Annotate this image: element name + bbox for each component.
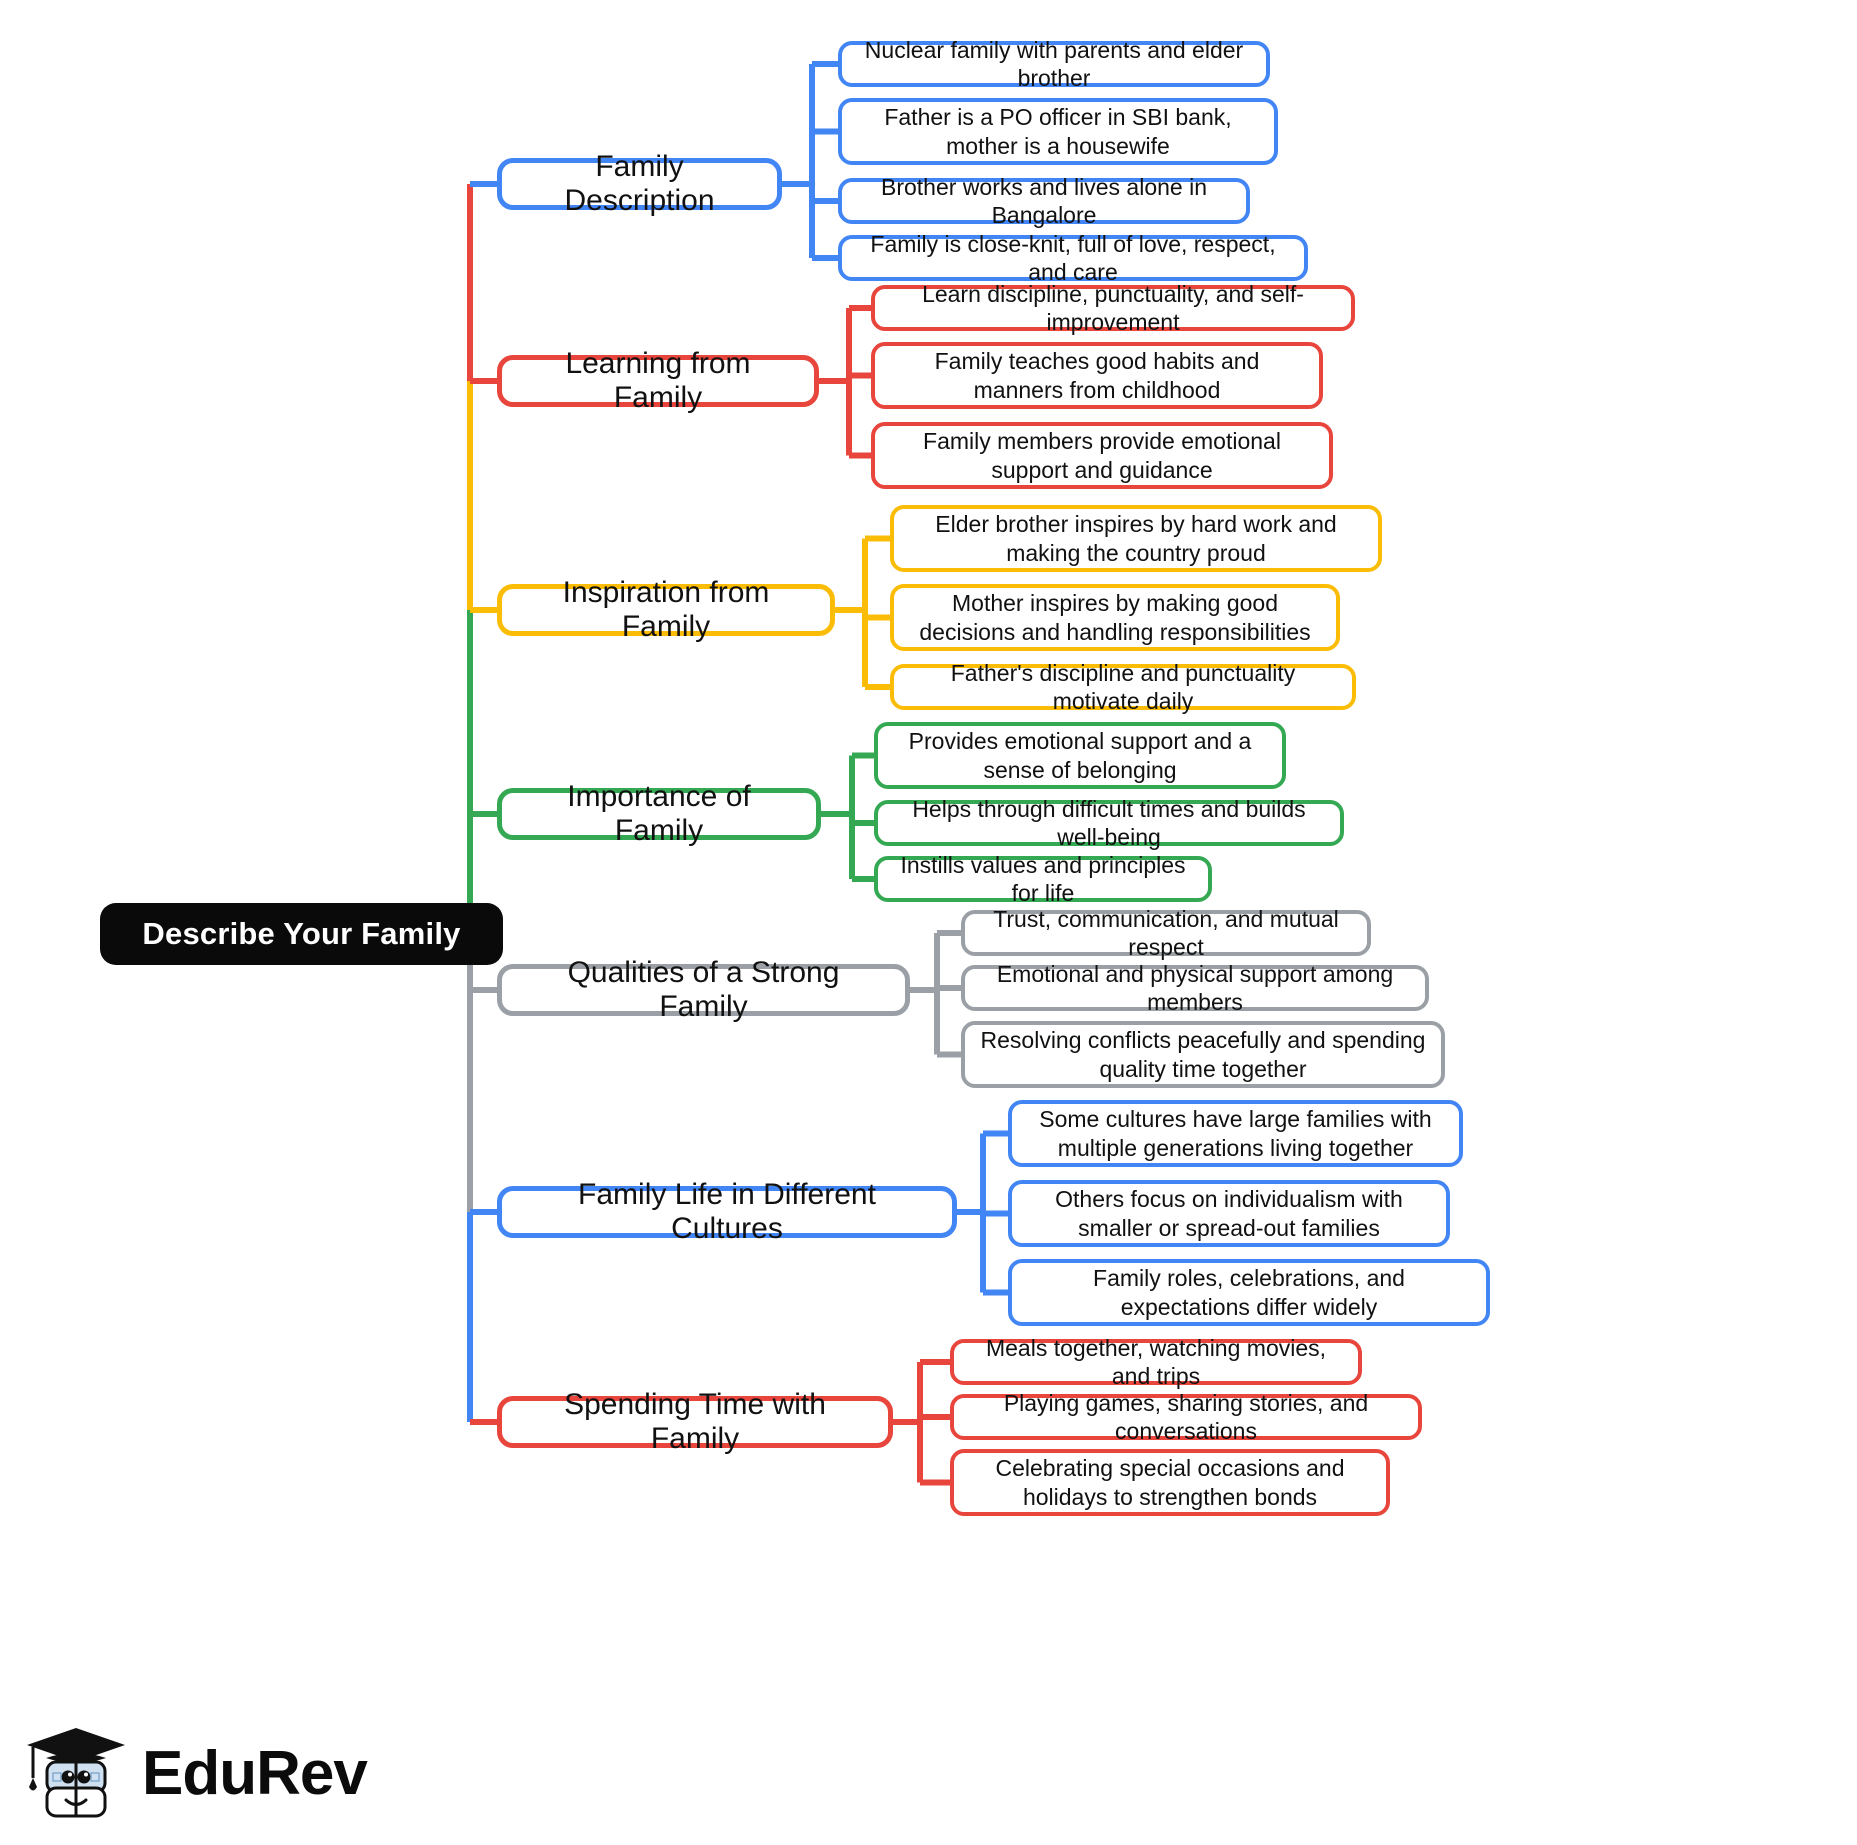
branch-node-3[interactable]: Inspiration from Family [497,576,835,643]
leaf-node-3-3[interactable]: Father's discipline and punctuality moti… [890,660,1356,714]
branch-node-6[interactable]: Family Life in Different Cultures [497,1178,957,1245]
leaf-node-1-4[interactable]: Family is close-knit, full of love, resp… [838,231,1308,285]
branch-node-5[interactable]: Qualities of a Strong Family [497,956,910,1023]
leaf-node-1-3[interactable]: Brother works and lives alone in Bangalo… [838,174,1250,228]
leaf-node-5-3[interactable]: Resolving conflicts peacefully and spend… [961,1021,1445,1088]
leaf-node-1-2[interactable]: Father is a PO officer in SBI bank, moth… [838,98,1278,165]
leaf-node-7-3[interactable]: Celebrating special occasions and holida… [950,1449,1390,1516]
leaf-node-3-2[interactable]: Mother inspires by making good decisions… [890,584,1340,651]
leaf-node-5-1[interactable]: Trust, communication, and mutual respect [961,906,1371,960]
root-node[interactable]: Describe Your Family [100,903,503,965]
branch-node-1[interactable]: Family Description [497,150,782,217]
leaf-node-1-1[interactable]: Nuclear family with parents and elder br… [838,37,1270,91]
leaf-node-2-1[interactable]: Learn discipline, punctuality, and self-… [871,281,1355,335]
leaf-node-6-2[interactable]: Others focus on individualism with small… [1008,1180,1450,1247]
edurev-wordmark: EduRev [142,1739,368,1808]
branch-node-7[interactable]: Spending Time with Family [497,1388,893,1455]
leaf-node-5-2[interactable]: Emotional and physical support among mem… [961,961,1429,1015]
leaf-node-7-2[interactable]: Playing games, sharing stories, and conv… [950,1390,1422,1444]
leaf-node-4-1[interactable]: Provides emotional support and a sense o… [874,722,1286,789]
edurev-logo: EduRev [26,1722,368,1826]
leaf-node-2-2[interactable]: Family teaches good habits and manners f… [871,342,1323,409]
leaf-node-4-3[interactable]: Instills values and principles for life [874,852,1212,906]
leaf-node-4-2[interactable]: Helps through difficult times and builds… [874,796,1344,850]
graduation-cap-book-icon [27,1728,125,1818]
leaf-node-6-1[interactable]: Some cultures have large families with m… [1008,1100,1463,1167]
branch-node-4[interactable]: Importance of Family [497,780,821,847]
leaf-node-2-3[interactable]: Family members provide emotional support… [871,422,1333,489]
leaf-node-7-1[interactable]: Meals together, watching movies, and tri… [950,1335,1362,1389]
leaf-node-6-3[interactable]: Family roles, celebrations, and expectat… [1008,1259,1490,1326]
leaf-node-3-1[interactable]: Elder brother inspires by hard work and … [890,505,1382,572]
branch-node-2[interactable]: Learning from Family [497,347,819,414]
